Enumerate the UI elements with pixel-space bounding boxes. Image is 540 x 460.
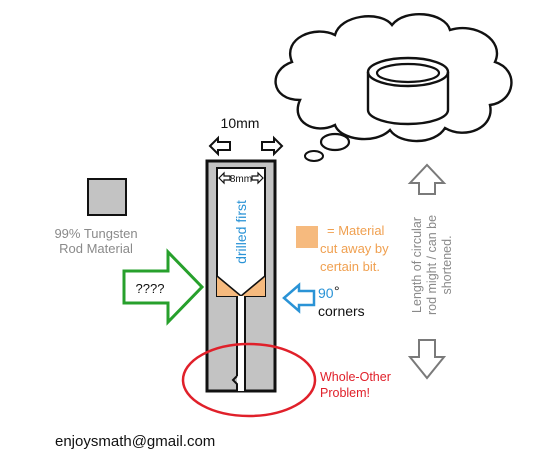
problem-circle: [181, 342, 317, 418]
problem-label-line-2: Problem!: [320, 386, 370, 400]
corners-degree-sign: °: [334, 283, 340, 299]
material-label-line-1: 99% Tungsten: [54, 226, 137, 241]
material-sample-swatch: [87, 178, 127, 216]
corners-word: corners: [318, 303, 365, 319]
dimension-outer-label: 10mm: [221, 115, 260, 131]
left-arrow-icon: [218, 171, 231, 185]
left-arrow-icon: [208, 135, 231, 157]
right-arrow-icon: [251, 171, 264, 185]
problem-label-line-1: Whole-Other: [320, 370, 391, 384]
cylinder-ring-icon: [366, 56, 450, 126]
length-note-line-3: shortened.: [440, 235, 454, 294]
down-arrow-icon: [407, 339, 447, 380]
cut-legend-line-3: certain bit.: [320, 259, 380, 274]
email-label: enjoysmath@gmail.com: [55, 433, 215, 450]
cut-legend-line-2: cut away by: [320, 241, 389, 256]
question-label: ????: [136, 281, 165, 296]
corners-degree-number: 90: [318, 285, 334, 301]
thought-bubble-icon: [274, 12, 513, 162]
tungsten-rod: [205, 159, 277, 393]
drilled-first-label: drilled first: [233, 200, 249, 264]
right-arrow-icon: [261, 135, 284, 157]
question-arrow-icon: [122, 248, 205, 326]
cut-legend-line-1: = Material: [327, 223, 385, 238]
material-label-line-2: Rod Material: [59, 241, 133, 256]
length-note-line-2: rod might / can be: [425, 215, 439, 315]
up-arrow-icon: [407, 163, 447, 195]
length-note: Length of circular rod might / can be sh…: [410, 215, 454, 315]
cut-legend-swatch: [296, 226, 318, 248]
length-note-line-1: Length of circular: [410, 217, 424, 313]
corner-arrow-icon: [282, 282, 316, 314]
dimension-inner-label: 8mm: [230, 174, 252, 185]
